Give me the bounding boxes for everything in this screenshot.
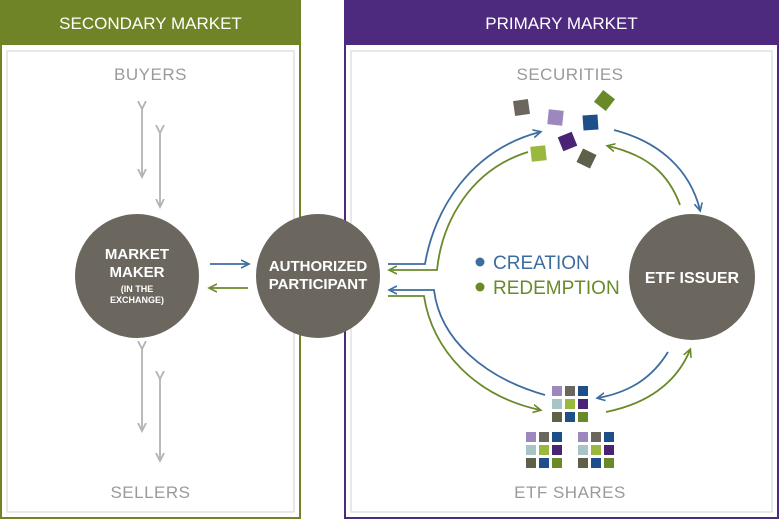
security-square (582, 114, 599, 131)
etf-shares-icon (526, 386, 614, 468)
securities-icon (513, 89, 616, 169)
creation-bullet (475, 257, 485, 267)
security-square (513, 99, 530, 116)
market-maker-line1: MARKET (105, 246, 169, 263)
legend-redemption-label: REDEMPTION (493, 278, 620, 299)
secondary-market-header (1, 1, 300, 45)
security-square (593, 89, 616, 112)
primary-market-header (345, 1, 778, 45)
cycle-arrows (388, 130, 700, 412)
authorized-participant-line2: PARTICIPANT (269, 276, 368, 293)
securities-label: SECURITIES (516, 65, 623, 84)
issuer-to-shares-arrow (598, 351, 669, 398)
etf-share-grid (578, 432, 614, 468)
authorized-participant-line1: AUTHORIZED (269, 258, 367, 275)
secondary-market-title: SECONDARY MARKET (59, 14, 242, 33)
sellers-exchange-arrows (142, 348, 160, 460)
primary-market-title: PRIMARY MARKET (485, 14, 637, 33)
legend-creation-label: CREATION (493, 253, 590, 274)
etf-shares-label: ETF SHARES (514, 483, 626, 502)
primary-market-panel: PRIMARY MARKET SECURITIES ETF SHARES (344, 0, 779, 519)
authorized-participant-node: AUTHORIZED PARTICIPANT (256, 214, 380, 338)
securities-to-ap-arrow (390, 151, 529, 270)
buyers-label: BUYERS (114, 65, 187, 84)
market-maker-line3: (IN THE (121, 284, 154, 294)
etf-share-grid (526, 432, 562, 468)
ap-to-securities-arrow (388, 132, 540, 265)
market-maker-line4: EXCHANGE) (110, 295, 164, 305)
maker-participant-arrows (210, 264, 248, 288)
buyers-exchange-arrows (142, 108, 160, 206)
security-square (557, 131, 578, 152)
redemption-bullet (475, 282, 485, 292)
securities-to-issuer-arrow (613, 129, 700, 210)
issuer-to-securities-arrow (608, 146, 681, 206)
market-maker-line2: MAKER (110, 264, 165, 281)
etf-issuer-node: ETF ISSUER (629, 214, 755, 340)
cycle-legend: CREATION REDEMPTION (475, 253, 620, 299)
market-maker-node: MARKET MAKER (IN THE EXCHANGE) (75, 214, 199, 338)
shares-to-issuer-arrow (605, 350, 690, 413)
sellers-label: SELLERS (110, 483, 190, 502)
ap-to-shares-arrow (388, 295, 540, 410)
etf-share-grid (552, 386, 588, 422)
secondary-market-panel: SECONDARY MARKET BUYERS SELLERS MARKET M… (0, 0, 301, 519)
security-square (547, 109, 564, 126)
security-square (530, 145, 547, 162)
security-square (576, 148, 597, 169)
shares-to-ap-arrow (390, 290, 546, 396)
etf-issuer-label: ETF ISSUER (645, 270, 740, 287)
